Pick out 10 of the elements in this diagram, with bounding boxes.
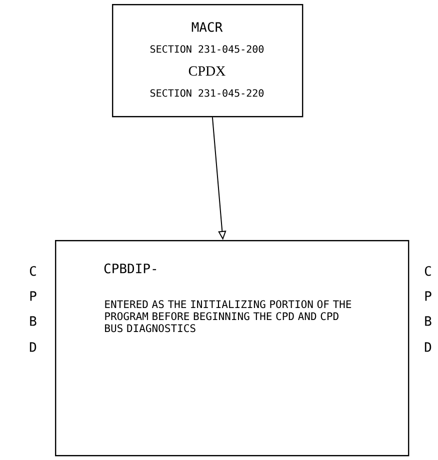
- side-letter: D: [30, 342, 36, 352]
- side-letter: B: [30, 316, 36, 326]
- side-letter: P: [30, 291, 36, 301]
- side-letter: P: [425, 291, 432, 301]
- side-letter: B: [425, 316, 432, 326]
- section-box: MACR SECTION 231-045-200 CPDX SECTION 231-045-220: [112, 4, 304, 118]
- side-letter: D: [424, 342, 432, 352]
- side-letter: C: [30, 266, 36, 276]
- program-box: CPBDIP- ENTERED AS THE INITIALIZING PORTION OF THE PROGRAM BEFORE BEGINNING THE CPD AND CPD BUS DIAGNOSTICS: [55, 240, 410, 456]
- side-letter: C: [424, 266, 431, 276]
